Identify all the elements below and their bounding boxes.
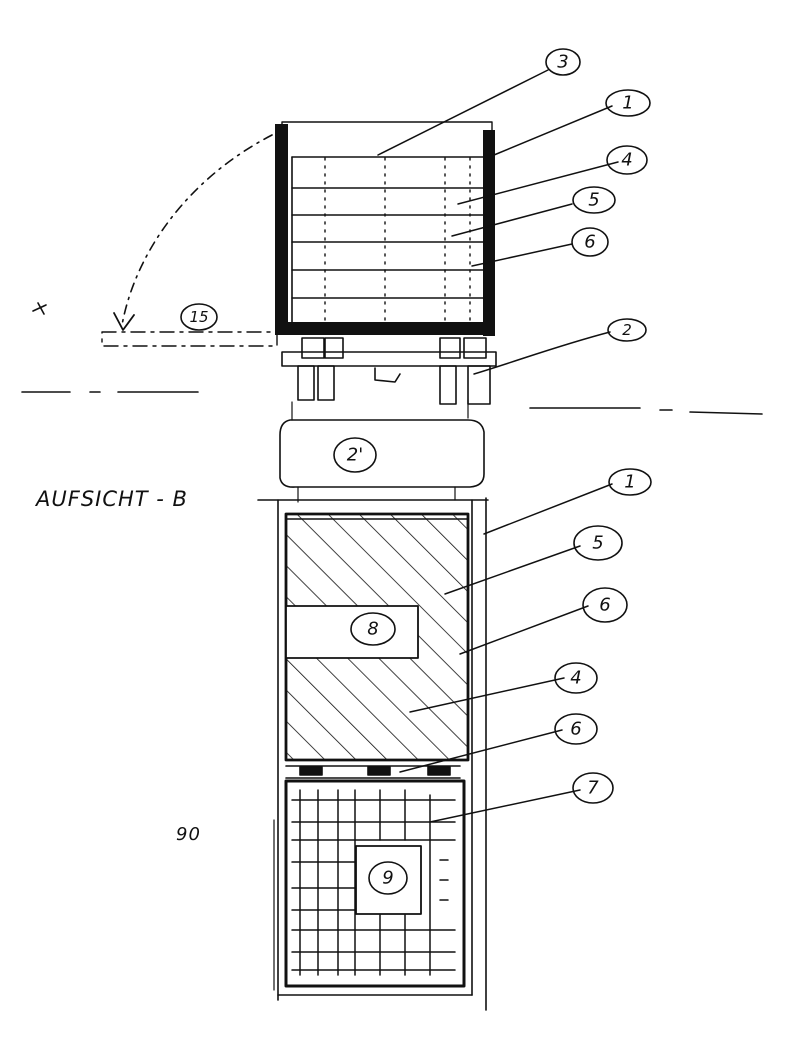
label-6-bottom: 6 [599,595,610,616]
label-ovals [180,48,652,895]
leader-lines [377,69,619,823]
center-line [21,391,763,415]
arc-arrowhead [113,312,135,331]
note-left: 90 [176,824,201,845]
tray-dividers [324,157,471,321]
block-2-prime [279,399,485,503]
tray-shelves [291,156,485,323]
label-6-lower: 6 [570,719,581,740]
label-3: 3 [557,52,568,73]
label-4-top: 4 [621,150,632,171]
top-container-bottom [275,322,495,335]
top-container-outline [281,121,493,335]
pallet-base [281,337,497,405]
top-container-left-wall [275,124,288,334]
label-5-bottom: 5 [592,533,603,554]
separator-strip [285,765,461,779]
label-9: 9 [382,868,393,889]
label-15: 15 [189,308,208,326]
label-2-top: 2 [622,321,632,339]
mark-left [32,302,47,315]
top-container-right-wall [483,130,495,336]
label-6-top: 6 [584,232,595,253]
label-1-bottom: 1 [624,472,635,493]
box-9 [355,845,422,915]
label-4-bottom: 4 [570,668,581,689]
folded-flap-outline [101,331,278,347]
top-container [275,121,495,336]
label-5-top: 5 [588,190,599,211]
label-2-prime: 2' [347,445,363,466]
label-8: 8 [367,619,378,640]
label-7: 7 [587,778,599,799]
label-1-top: 1 [622,93,633,114]
plan-view-frame [257,497,489,1011]
rotation-arc [32,134,278,347]
view-title: AUFSICHT - B [34,487,188,511]
grid-tray [284,779,466,988]
